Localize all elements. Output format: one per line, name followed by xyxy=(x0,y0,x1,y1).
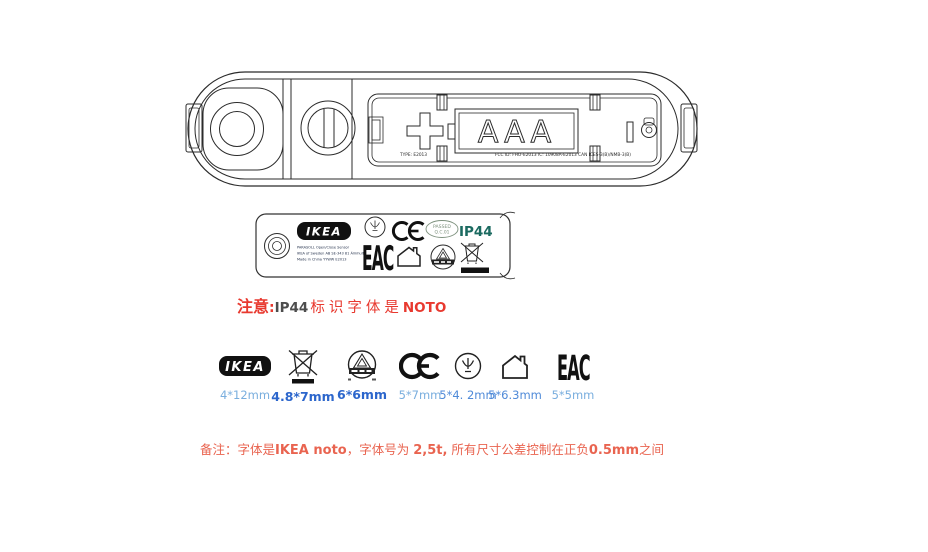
eac-mark-icon: EAC xyxy=(531,348,615,384)
ip44-rating-text: IP44 xyxy=(459,224,493,240)
dimension-label: 5*5mm xyxy=(551,388,595,402)
label-rings xyxy=(264,233,290,259)
ce-mark-icon xyxy=(391,221,425,241)
regulatory-text: FCC ID: FHO-E2013 IC: 10908A-E2013 CAN I… xyxy=(495,152,631,158)
battery-compartment: AAA TYPE: E2013 FCC ID: FHO-E2013 IC: 10… xyxy=(367,93,662,167)
footer-part2: ，字体号为 xyxy=(346,442,414,457)
trident-mark-icon xyxy=(426,348,510,384)
symbol-cell-trident: 5*4. 2mm xyxy=(426,348,510,403)
note-prefix: 注意 xyxy=(237,297,270,316)
symbol-cell-house: 5*6.3mm xyxy=(473,348,557,403)
weee-bar xyxy=(461,267,489,273)
indoor-use-house-icon xyxy=(397,246,421,267)
ikea-logo-text: IKEA xyxy=(306,225,342,239)
minus-terminal-icon xyxy=(626,121,634,143)
label-peel-tab-top xyxy=(499,211,516,219)
ikea-logo: IKEA xyxy=(297,222,351,240)
footer-bold2: 2,5t, xyxy=(413,443,448,458)
dimension-label: 5*7mm xyxy=(398,388,442,402)
safety-mark-icon xyxy=(320,348,404,384)
symbol-cell-eac: EAC 5*5mm xyxy=(531,348,615,403)
footer-bold1: IKEA noto xyxy=(275,443,347,458)
dimension-label: 4.8*7mm xyxy=(271,389,335,404)
label-peel-tab-bottom xyxy=(499,272,516,280)
left-latch xyxy=(185,103,203,153)
mounting-hole-section xyxy=(202,87,284,171)
symbol-cell-ikea: IKEA 4*12mm xyxy=(203,348,287,403)
right-latch xyxy=(680,103,698,153)
label-address-line: IKEA of Sweden AB SE-343 81 Älmhult xyxy=(297,251,365,256)
label-product-line: PARASOLL Open/Close Sensor xyxy=(297,246,350,250)
label-origin-line: Made in China YYWW E2013 xyxy=(297,258,347,262)
symbol-cell-weee: 4.8*7mm xyxy=(261,348,345,405)
ce-mark-icon xyxy=(378,348,462,384)
footer-part3: 所有尺寸公差控制在正负 xyxy=(447,442,589,457)
qc-stamp-line2: Q.C.01 xyxy=(435,230,450,236)
note-ip44-code: IP44 xyxy=(274,300,309,316)
device-drawing: AAA TYPE: E2013 FCC ID: FHO-E2013 IC: 10… xyxy=(183,66,701,190)
safety-mark-icon xyxy=(430,244,456,270)
battery-contact xyxy=(368,116,384,144)
plus-terminal-icon xyxy=(406,112,444,150)
footer-part1: 备注：字体是 xyxy=(200,442,276,457)
battery-clip xyxy=(641,117,657,138)
weee-bin-icon xyxy=(460,242,484,264)
battery-aaa: AAA xyxy=(447,108,579,154)
note-colon: : xyxy=(269,300,275,316)
mounting-hole xyxy=(210,102,264,156)
eac-mark-text: EAC xyxy=(362,240,394,279)
symbol-cell-ce: 5*7mm xyxy=(378,348,462,403)
footer-font-note: 备注：字体是IKEA noto，字体号为 2,5t, 所有尺寸公差控制在正负0.… xyxy=(200,439,664,458)
retainer-tabs xyxy=(436,94,601,162)
note-middle: 标识字体是 xyxy=(310,300,403,316)
note-font-name: NOTO xyxy=(402,300,447,316)
qc-stamp: PASSED Q.C.01 xyxy=(425,220,459,238)
symbol-cell-safety: 6*6mm xyxy=(320,348,404,403)
dimension-label: 6*6mm xyxy=(337,387,387,402)
footer-bold3: 0.5mm xyxy=(588,443,640,458)
label-address-block: PARASOLL Open/Close Sensor IKEA of Swede… xyxy=(297,246,365,262)
indoor-use-house-icon xyxy=(473,348,557,384)
battery-size-text: AAA xyxy=(478,115,556,150)
ikea-logo: IKEA xyxy=(203,348,287,384)
screw-lock xyxy=(300,100,356,156)
ikea-logo-text: IKEA xyxy=(225,360,265,375)
product-label: IKEA PARASOLL Open/Close Sensor IKEA of … xyxy=(252,210,518,282)
footer-part4: 之间 xyxy=(639,442,665,457)
type-text: TYPE: E2013 xyxy=(399,152,427,158)
eac-mark-text: EAC xyxy=(557,349,590,383)
dimension-label: 5*4. 2mm xyxy=(439,388,497,402)
qc-stamp-line1: PASSED xyxy=(433,224,451,230)
trident-mark-icon xyxy=(364,216,386,238)
weee-bin-icon xyxy=(261,348,345,384)
dimension-label: 5*6.3mm xyxy=(488,388,542,402)
dimension-label: 4*12mm xyxy=(219,388,271,402)
